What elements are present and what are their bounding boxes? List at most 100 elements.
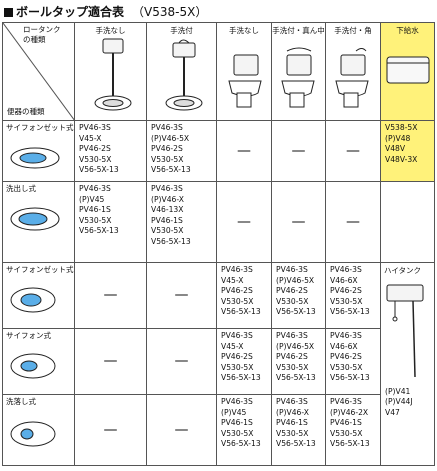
siphon-jet-squat-bowl-icon [3,134,74,180]
model-code: PV46-3S [276,331,308,340]
model-code: V56-5X-13 [276,373,316,382]
siphon-western-bowl-icon [3,342,74,388]
model-code: V530-5X [330,296,363,306]
model-code: PV46-2S [330,352,362,361]
model-code: V530-5X [330,362,363,372]
model-code: PV46-1S [330,418,362,427]
corner-header: ロータンクの種類 便器の種類 [2,22,75,121]
model-cell: — [216,181,272,263]
model-code: PV46-2S [79,144,111,153]
model-code: PV46-3S [221,397,253,406]
squat-toilet-hand-wash-tank-icon [165,39,203,110]
model-code: PV46-3S [221,331,253,340]
model-code: V56-5X-13 [221,373,261,382]
model-code: V530-5X [151,154,184,164]
model-code: V46-13X [151,205,184,214]
model-code: V530-5X [276,428,309,438]
model-code: (P)V45 [79,194,105,204]
model-code: V530-5X [221,362,254,372]
model-code: PV46-3S [276,265,308,274]
model-cell: — [146,394,217,466]
not-applicable-dash: — [103,287,118,304]
model-code: (P)V44J [385,397,413,406]
model-code: V56-5X-13 [221,439,261,448]
model-code: PV46-3S [151,123,183,132]
model-code: V530-5X [79,215,112,225]
bottom-supply-tank-icon [386,56,430,83]
western-toilet-tank-icon [228,54,262,107]
model-code: (P)V46-5X [276,275,315,285]
model-code: PV46-3S [151,184,183,193]
col-header-4: 手洗付・真ん中 [271,22,326,121]
bowl-type-name: サイフォン式 [6,331,51,340]
model-cell: — [74,328,147,395]
western-toilet-center-sink-icon [281,47,315,107]
not-applicable-dash: — [174,353,189,370]
not-applicable-dash: — [346,213,360,230]
model-code: V56-5X-13 [221,307,261,316]
col-header-1: 手洗なし [74,22,147,121]
model-code: V56-5X-13 [330,439,370,448]
col-header-2: 手洗付 [146,22,217,121]
model-code: V530-5X [151,226,184,235]
model-cell: — [146,262,217,329]
not-applicable-dash: — [346,142,360,159]
tank-type-label: ロータンクの種類 [23,25,61,44]
model-code: V45-X [221,341,244,351]
model-number: （V538-5X） [132,5,208,19]
model-code: V56-5X-13 [276,307,316,316]
col-header-5: 手洗付・角 [325,22,381,121]
model-code: V530-5X [221,296,254,306]
not-applicable-dash: — [103,421,118,438]
bowl-type-cell: 洗落し式 [2,394,75,466]
diagonal-divider [3,23,75,121]
model-code: PV46-1S [151,215,183,225]
model-code: V56-5X-13 [151,165,191,174]
compatibility-table: ロータンクの種類 便器の種類 手洗なし 手洗付 手洗なし [2,22,435,466]
model-code: V530-5X [221,428,254,438]
model-code: (P)V46-2X [330,407,369,417]
model-code: PV46-2S [276,352,308,361]
model-code: V47 [385,407,400,417]
washdown-western-bowl-icon [3,408,74,454]
model-cell: — [216,120,272,182]
bowl-type-cell: 洗出し式 [2,181,75,263]
model-code: V530-5X [276,362,309,372]
bowl-type-cell: サイフォンゼット式 [2,262,75,329]
model-code: PV46-2S [151,144,183,153]
model-code: (P)V46-X [151,194,184,204]
model-code: (P)V46-5X [151,133,190,143]
not-applicable-dash: — [174,287,189,304]
model-code: PV46-1S [221,418,253,427]
model-cell: — [74,262,147,329]
model-code: PV46-2S [330,286,362,295]
model-code: V530-5X [276,296,309,306]
model-code: PV46-3S [330,265,362,274]
western-toilet-corner-sink-icon [335,47,369,107]
model-code: V48V [385,144,406,153]
page-title: ボールタップ適合表（V538-5X） [4,2,207,22]
model-cell: — [146,328,217,395]
not-applicable-dash: — [237,142,251,159]
model-code: V45-X [221,275,244,285]
model-code: V56-5X-13 [79,165,119,174]
bowl-type-name: サイフォンゼット式 [6,265,74,274]
model-code: V56-5X-13 [276,439,316,448]
model-code: (P)V45 [221,407,247,417]
not-applicable-dash: — [237,213,251,230]
bowl-type-cell: サイフォンゼット式 [2,120,75,182]
model-code: PV46-3S [276,397,308,406]
model-code: (P)V41 [385,386,411,396]
model-code: PV46-3S [330,397,362,406]
model-code: PV46-1S [276,418,308,427]
